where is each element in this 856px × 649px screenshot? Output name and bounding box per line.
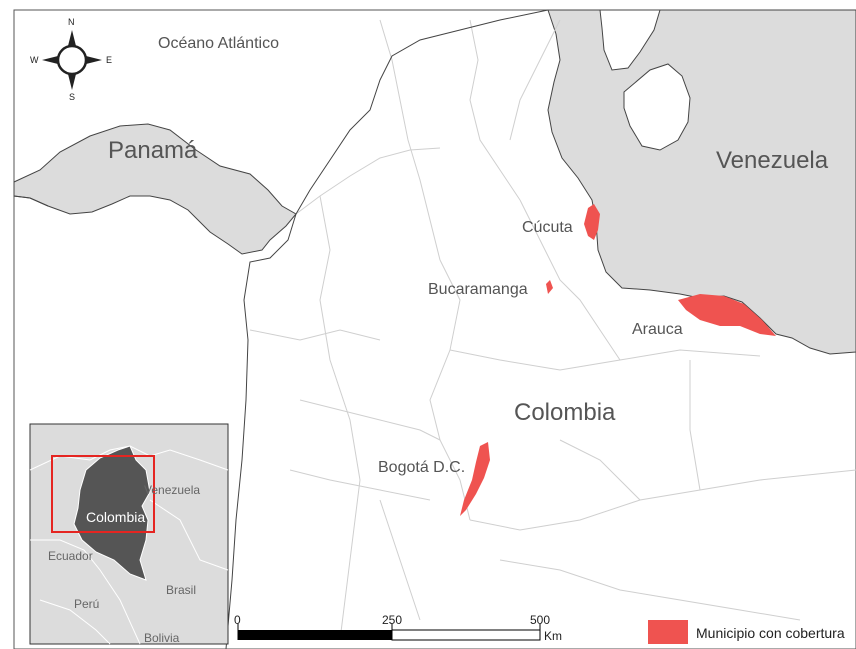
- inset-map: Colombia Venezuela Ecuador Perú Brasil B…: [29, 423, 229, 645]
- inset-peru-label: Perú: [74, 597, 99, 611]
- arauca-municipality: [678, 294, 776, 336]
- legend-swatch: [648, 620, 688, 644]
- scale-unit: Km: [544, 629, 562, 643]
- department-borders: [249, 19, 856, 641]
- inset-ecuador-label: Ecuador: [48, 549, 93, 563]
- bogota-label: Bogotá D.C.: [378, 459, 465, 476]
- compass-w: W: [30, 55, 39, 65]
- legend: Municipio con cobertura: [648, 620, 845, 644]
- arauca-label: Arauca: [632, 321, 683, 338]
- scale-tick-0: 0: [234, 613, 241, 627]
- legend-label: Municipio con cobertura: [696, 625, 845, 641]
- panama-label: Panamá: [108, 137, 198, 164]
- compass-e: E: [106, 55, 112, 65]
- scale-tick-500: 500: [530, 613, 550, 627]
- colombia-label: Colombia: [514, 399, 616, 426]
- bucaramanga-label: Bucaramanga: [428, 281, 528, 298]
- ocean-label: Océano Atlántico: [158, 35, 279, 52]
- compass-s: S: [69, 92, 75, 102]
- inset-extent-frame: [51, 455, 155, 533]
- inset-colombia-label: Colombia: [86, 509, 145, 525]
- inset-venezuela-label: Venezuela: [144, 483, 200, 497]
- inset-colombia-shape: [73, 445, 151, 581]
- scale-tick-250: 250: [382, 613, 402, 627]
- inset-brasil-label: Brasil: [166, 583, 196, 597]
- bogota-municipality: [460, 442, 490, 516]
- panama-area: [13, 123, 297, 255]
- bucaramanga-municipality: [546, 280, 553, 294]
- compass-n: N: [68, 17, 75, 27]
- compass-rose: N S W E: [30, 17, 112, 102]
- scale-bar: 0 250 500 Km: [234, 613, 562, 643]
- cucuta-municipality: [584, 204, 600, 240]
- venezuela-label: Venezuela: [716, 147, 829, 174]
- cucuta-label: Cúcuta: [522, 219, 573, 236]
- inset-bolivia-label: Bolivia: [144, 631, 180, 645]
